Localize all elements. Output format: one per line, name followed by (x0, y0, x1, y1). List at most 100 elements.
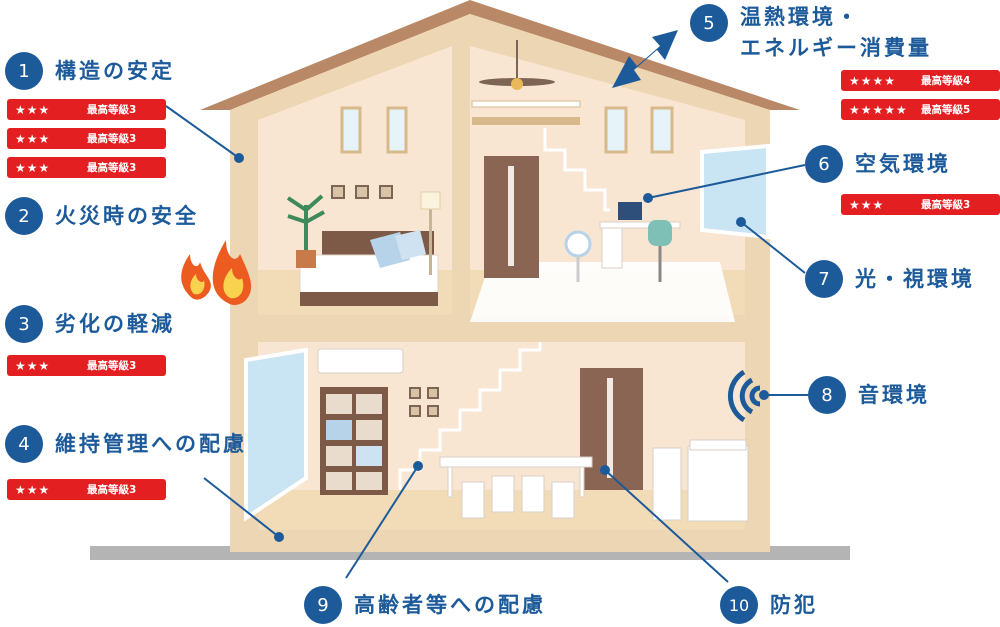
stool (521, 475, 545, 513)
label-crime-prevention: 10 防犯 (720, 586, 818, 624)
plant-pot (296, 250, 316, 268)
label-text: 維持管理への配慮 (55, 431, 247, 456)
stool (461, 481, 485, 519)
leader-line-7 (740, 221, 806, 274)
desk (599, 221, 681, 229)
number-badge: 6 (805, 145, 843, 183)
fan-hub (511, 78, 523, 90)
bookshelf-slot (356, 420, 382, 440)
leader-dot (234, 153, 244, 163)
leader-line-1 (165, 105, 240, 159)
label-text: 構造の安定 (55, 58, 175, 83)
bookshelf-slot (326, 472, 352, 490)
sound-wave-icon (727, 369, 746, 423)
number-badge: 10 (720, 586, 758, 624)
stars: ★★★ (15, 160, 51, 175)
lamp-shade (420, 191, 441, 210)
desk-chair (648, 220, 672, 246)
pillow (395, 230, 426, 260)
bookshelf-slot (326, 420, 352, 440)
leader-dot (736, 217, 746, 227)
number-badge: 4 (5, 425, 43, 463)
badges-maintenance: ★★★最高等級3 (7, 479, 166, 500)
bookshelf-slot (356, 446, 382, 466)
grade-badge: ★★★最高等級3 (7, 479, 166, 500)
label-text-line1: 温熱環境・ (740, 5, 860, 29)
bookshelf-slot (356, 394, 382, 414)
roof (200, 0, 800, 110)
number-badge: 8 (808, 376, 846, 414)
label-text: 防犯 (770, 592, 818, 617)
double-arrow-icon (612, 30, 678, 88)
badges-air: ★★★最高等級3 (841, 194, 1000, 215)
kitchen-backsplash (689, 439, 747, 451)
sound-wave-icon (739, 377, 754, 415)
picture-frame (355, 185, 369, 199)
grade-text: 最高等級5 (921, 104, 971, 116)
grade-badge: ★★★ 最高等級3 (7, 99, 166, 120)
leader-line-6 (647, 164, 806, 199)
label-thermal-energy: 5 温熱環境・ エネルギー消費量 (690, 4, 932, 62)
grade-badge: ★★★最高等級3 (841, 194, 1000, 215)
stool (551, 481, 575, 519)
label-text-line2: エネルギー消費量 (740, 36, 932, 60)
sound-wave-icon (749, 385, 761, 407)
label-deterioration: 3 劣化の軽減 (5, 305, 175, 343)
label-text: 高齢者等への配慮 (354, 592, 546, 617)
number-badge: 9 (304, 586, 342, 624)
number-badge: 2 (5, 197, 43, 235)
door-upper-glass (508, 166, 514, 266)
picture-frame (379, 185, 393, 199)
label-text: 音環境 (858, 382, 930, 407)
plant-leaves (286, 194, 325, 250)
number-badge: 5 (690, 4, 728, 42)
leader-dot (274, 532, 284, 542)
leader-dot (600, 465, 610, 475)
bookshelf-slot (326, 394, 352, 414)
grade-text: 最高等級3 (87, 104, 137, 116)
stars: ★★★★★ (849, 102, 908, 117)
picture-frame (409, 405, 421, 417)
flame-core-icon (223, 268, 244, 299)
door-lower-glass (607, 378, 613, 478)
grade-text: 最高等級4 (921, 75, 971, 87)
label-text: 火災時の安全 (55, 203, 199, 228)
bed-body (299, 254, 439, 294)
stars: ★★★ (15, 358, 51, 373)
label-text: 劣化の軽減 (55, 311, 175, 336)
picture-frame (331, 185, 345, 199)
table-leg (447, 466, 453, 498)
staircase-upper (543, 128, 610, 212)
window-lower-left (244, 347, 308, 522)
label-text: 空気環境 (855, 151, 951, 176)
bookshelf-slot (326, 446, 352, 466)
grade-badge: ★★★★★ 最高等級5 (841, 99, 1000, 120)
flame-core-icon (190, 274, 205, 295)
stool (491, 475, 515, 513)
bed-base (300, 292, 438, 306)
picture-frame (409, 387, 421, 399)
number-badge: 7 (805, 260, 843, 298)
leader-line-4 (203, 477, 280, 538)
grade-badge: ★★★ 最高等級3 (7, 157, 166, 178)
leader-line-9 (345, 465, 419, 579)
label-light-visual: 7 光・視環境 (805, 260, 975, 298)
leader-dot (759, 390, 769, 400)
window (386, 106, 408, 154)
stars: ★★★ (15, 131, 51, 146)
grade-badge: ★★★ 最高等級3 (7, 355, 166, 376)
picture-frame (427, 405, 439, 417)
electric-fan (564, 230, 592, 258)
grade-text: 最高等級3 (87, 484, 137, 496)
window (340, 106, 362, 154)
stars: ★★★ (15, 102, 51, 117)
label-maintenance: 4 維持管理への配慮 (5, 425, 247, 463)
refrigerator (652, 447, 682, 521)
number-badge: 1 (5, 52, 43, 90)
picture-frame (427, 387, 439, 399)
grade-text: 最高等級3 (87, 360, 137, 372)
grade-text: 最高等級3 (87, 162, 137, 174)
label-fire-safety: 2 火災時の安全 (5, 197, 199, 235)
window (604, 106, 628, 154)
